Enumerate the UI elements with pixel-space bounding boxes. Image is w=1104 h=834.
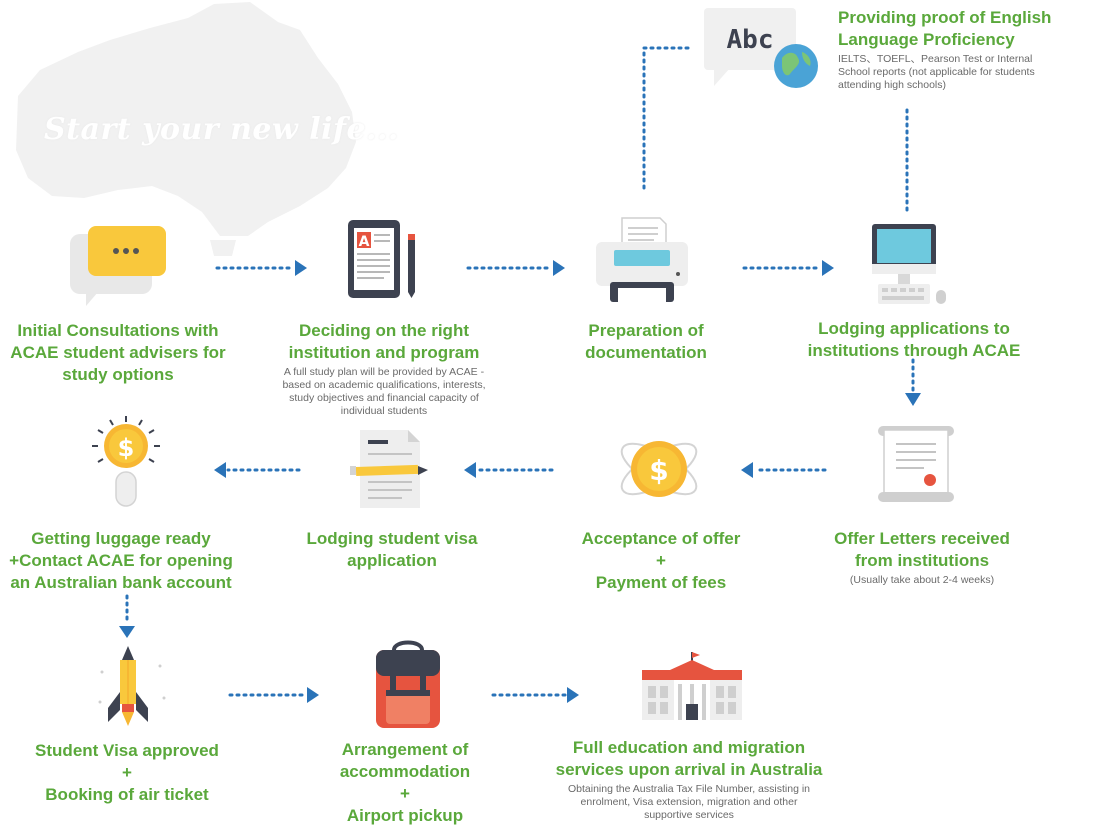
- australia-map-background: [16, 2, 356, 256]
- step-note: A full study plan will be provided by AC…: [282, 366, 486, 417]
- step-visa-application: Lodging student visa application: [282, 528, 502, 572]
- backpack-icon: [376, 640, 440, 728]
- step-title: Providing proof of English Language Prof…: [838, 8, 1052, 49]
- step-title: Offer Letters received from institutions: [834, 529, 1010, 570]
- step-title: Arrangement of accommodation + Airport p…: [339, 740, 471, 825]
- step-title: Student Visa approved + Booking of air t…: [35, 741, 219, 804]
- certificate-scroll-icon: [878, 426, 954, 502]
- step-luggage: Getting luggage ready +Contact ACAE for …: [0, 528, 242, 594]
- step-title: Lodging student visa application: [306, 529, 478, 570]
- step-note: IELTS、TOEFL、Pearson Test or Internal Sch…: [838, 53, 1035, 91]
- step-note: (Usually take about 2-4 weeks): [849, 574, 995, 586]
- dollar-coin-click-icon: $: [92, 416, 160, 507]
- step-deciding: Deciding on the right institution and pr…: [264, 320, 504, 418]
- step-documentation: Preparation of documentation: [546, 320, 746, 364]
- step-acceptance: Acceptance of offer + Payment of fees: [556, 528, 766, 594]
- step-title: Preparation of documentation: [585, 321, 707, 362]
- step-title: Lodging applications to institutions thr…: [807, 319, 1021, 360]
- svg-text:$: $: [118, 434, 135, 462]
- tagline: Start your new life...: [44, 112, 399, 147]
- document-pencil-icon: [350, 430, 428, 508]
- abc-globe-icon: Abc: [704, 8, 818, 88]
- step-title: Getting luggage ready +Contact ACAE for …: [9, 529, 233, 592]
- dollar-coin-orbit-icon: $: [620, 441, 698, 497]
- svg-text:$: $: [649, 454, 668, 487]
- step-title: Acceptance of offer + Payment of fees: [581, 529, 741, 592]
- connector-3-4: [642, 46, 692, 190]
- step-english: Providing proof of English Language Prof…: [838, 7, 1070, 92]
- svg-text:A: A: [359, 234, 370, 250]
- pencil-rocket-icon: [98, 646, 166, 726]
- step-arrival: Full education and migration services up…: [546, 737, 832, 822]
- step-title: Full education and migration services up…: [555, 738, 823, 779]
- step-title: Deciding on the right institution and pr…: [288, 321, 480, 362]
- step-accommodation: Arrangement of accommodation + Airport p…: [310, 739, 500, 827]
- step-title: Initial Consultations with ACAE student …: [10, 321, 226, 384]
- step-offer-letters: Offer Letters received from institutions…: [806, 528, 1038, 587]
- printer-icon: [596, 217, 688, 302]
- chat-bubble-icon: [70, 226, 166, 306]
- step-visa-approved: Student Visa approved + Booking of air t…: [10, 740, 244, 806]
- school-building-icon: [642, 652, 742, 720]
- computer-icon: [872, 224, 946, 304]
- svg-text:Abc: Abc: [727, 25, 774, 55]
- step-consultation: Initial Consultations with ACAE student …: [0, 320, 236, 386]
- step-note: Obtaining the Australia Tax File Number,…: [567, 783, 810, 821]
- step-lodging-applications: Lodging applications to institutions thr…: [790, 318, 1038, 362]
- tablet-document-icon: A: [348, 220, 415, 298]
